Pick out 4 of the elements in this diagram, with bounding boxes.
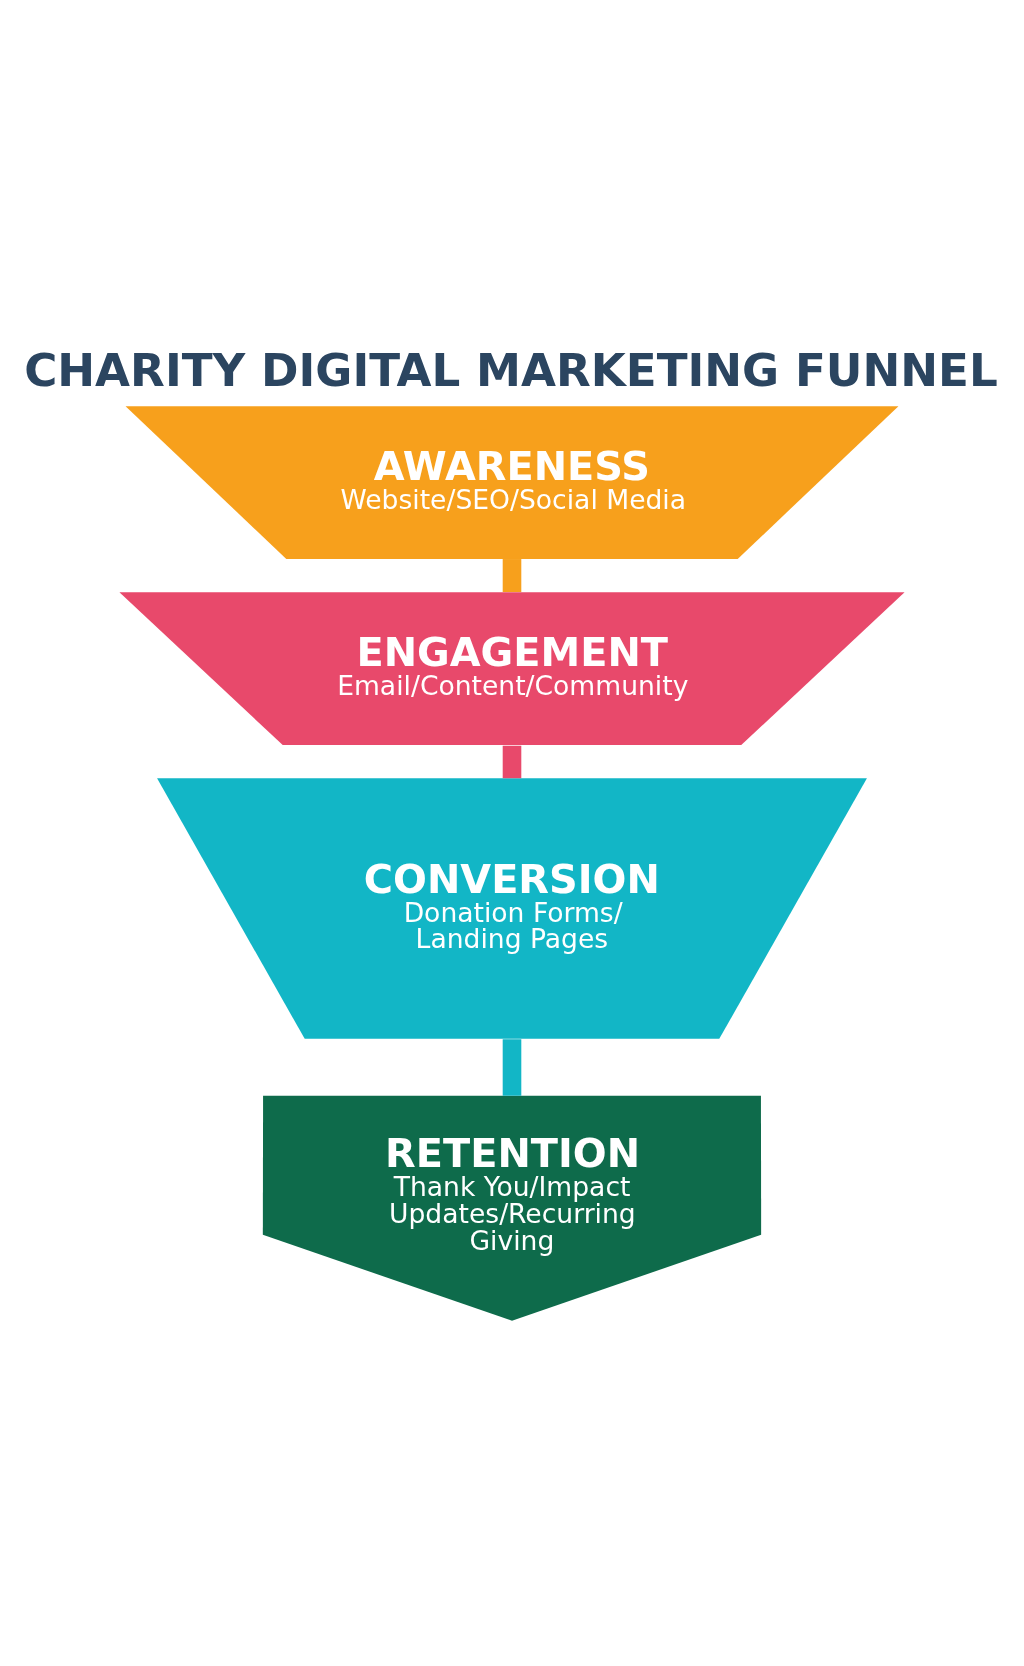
diagram-title: CHARITY DIGITAL MARKETING FUNNEL	[24, 343, 998, 397]
connector	[502, 558, 522, 592]
connector	[502, 1038, 522, 1096]
connector	[502, 745, 522, 778]
